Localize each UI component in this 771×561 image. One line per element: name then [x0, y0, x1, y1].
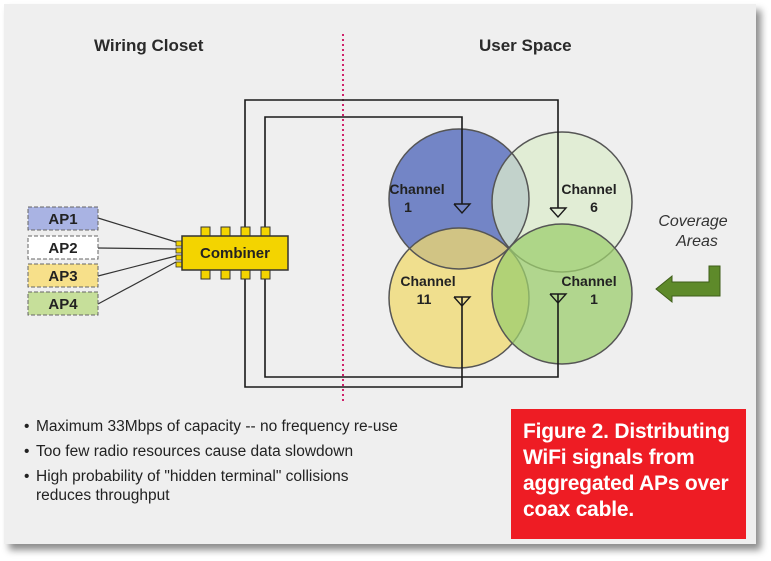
bullet-item: •Too few radio resources cause data slow… [24, 443, 354, 460]
ap2-label: AP2 [48, 240, 77, 257]
channel-11-label: Channel [400, 273, 455, 289]
bullet-item: •High probability of "hidden terminal" c… [24, 467, 354, 505]
antenna-icon [549, 207, 568, 219]
bullet-text: High probability of "hidden terminal" co… [36, 468, 349, 504]
user-space-heading: User Space [479, 36, 572, 55]
ap1-label: AP1 [48, 211, 77, 228]
cable-to-channel-1-top [264, 116, 463, 228]
coverage-arrow-icon [655, 265, 721, 304]
combiner-label: Combiner [200, 245, 270, 262]
figure-caption: Figure 2. Distributing WiFi signals from… [511, 409, 746, 539]
antenna-icon [549, 293, 568, 305]
channel-6-label: Channel [561, 181, 616, 197]
antenna-icon [453, 296, 472, 308]
ap2-box [27, 235, 99, 260]
cable-to-channel-6 [244, 99, 559, 228]
combiner-block: Combiner [175, 226, 289, 280]
cable-to-channel-1-bottom [264, 276, 559, 378]
channel-11-number: 11 [417, 291, 432, 307]
channel-1-top-circle [389, 129, 529, 269]
ap3-label: AP3 [48, 268, 77, 285]
bullet-text: Too few radio resources cause data slowd… [36, 443, 354, 460]
channel-6-number: 6 [590, 199, 598, 215]
bullet-text: Maximum 33Mbps of capacity -- no frequen… [36, 418, 398, 435]
ap4-label: AP4 [48, 296, 78, 313]
coverage-label-line2: Areas [675, 233, 718, 250]
channel-1-top-label: Channel [389, 181, 444, 197]
coverage-circles [388, 128, 633, 369]
coax-cables [244, 99, 559, 388]
ap4-box [27, 291, 99, 316]
channel-1-bottom-label: Channel [561, 273, 616, 289]
ap3-box [27, 263, 99, 288]
antenna-icon [453, 203, 472, 215]
channel-1-top-number: 1 [404, 199, 412, 215]
wiring-closet-heading: Wiring Closet [94, 36, 204, 55]
bullet-item: •Maximum 33Mbps of capacity -- no freque… [24, 418, 398, 435]
ap1-box [27, 206, 99, 231]
wiring-diagram: Channel 1 Channel 6 Channel 11 Channel 1… [27, 34, 728, 404]
combiner-box [181, 235, 289, 271]
bullet-list: •Maximum 33Mbps of capacity -- no freque… [24, 417, 504, 511]
coverage-label-line1: Coverage [658, 213, 727, 230]
figure-panel: Wiring Closet User Space Cha [4, 4, 756, 544]
antennas [453, 203, 568, 308]
cable-to-channel-11 [244, 276, 463, 388]
channel-1-bottom-number: 1 [590, 291, 598, 307]
